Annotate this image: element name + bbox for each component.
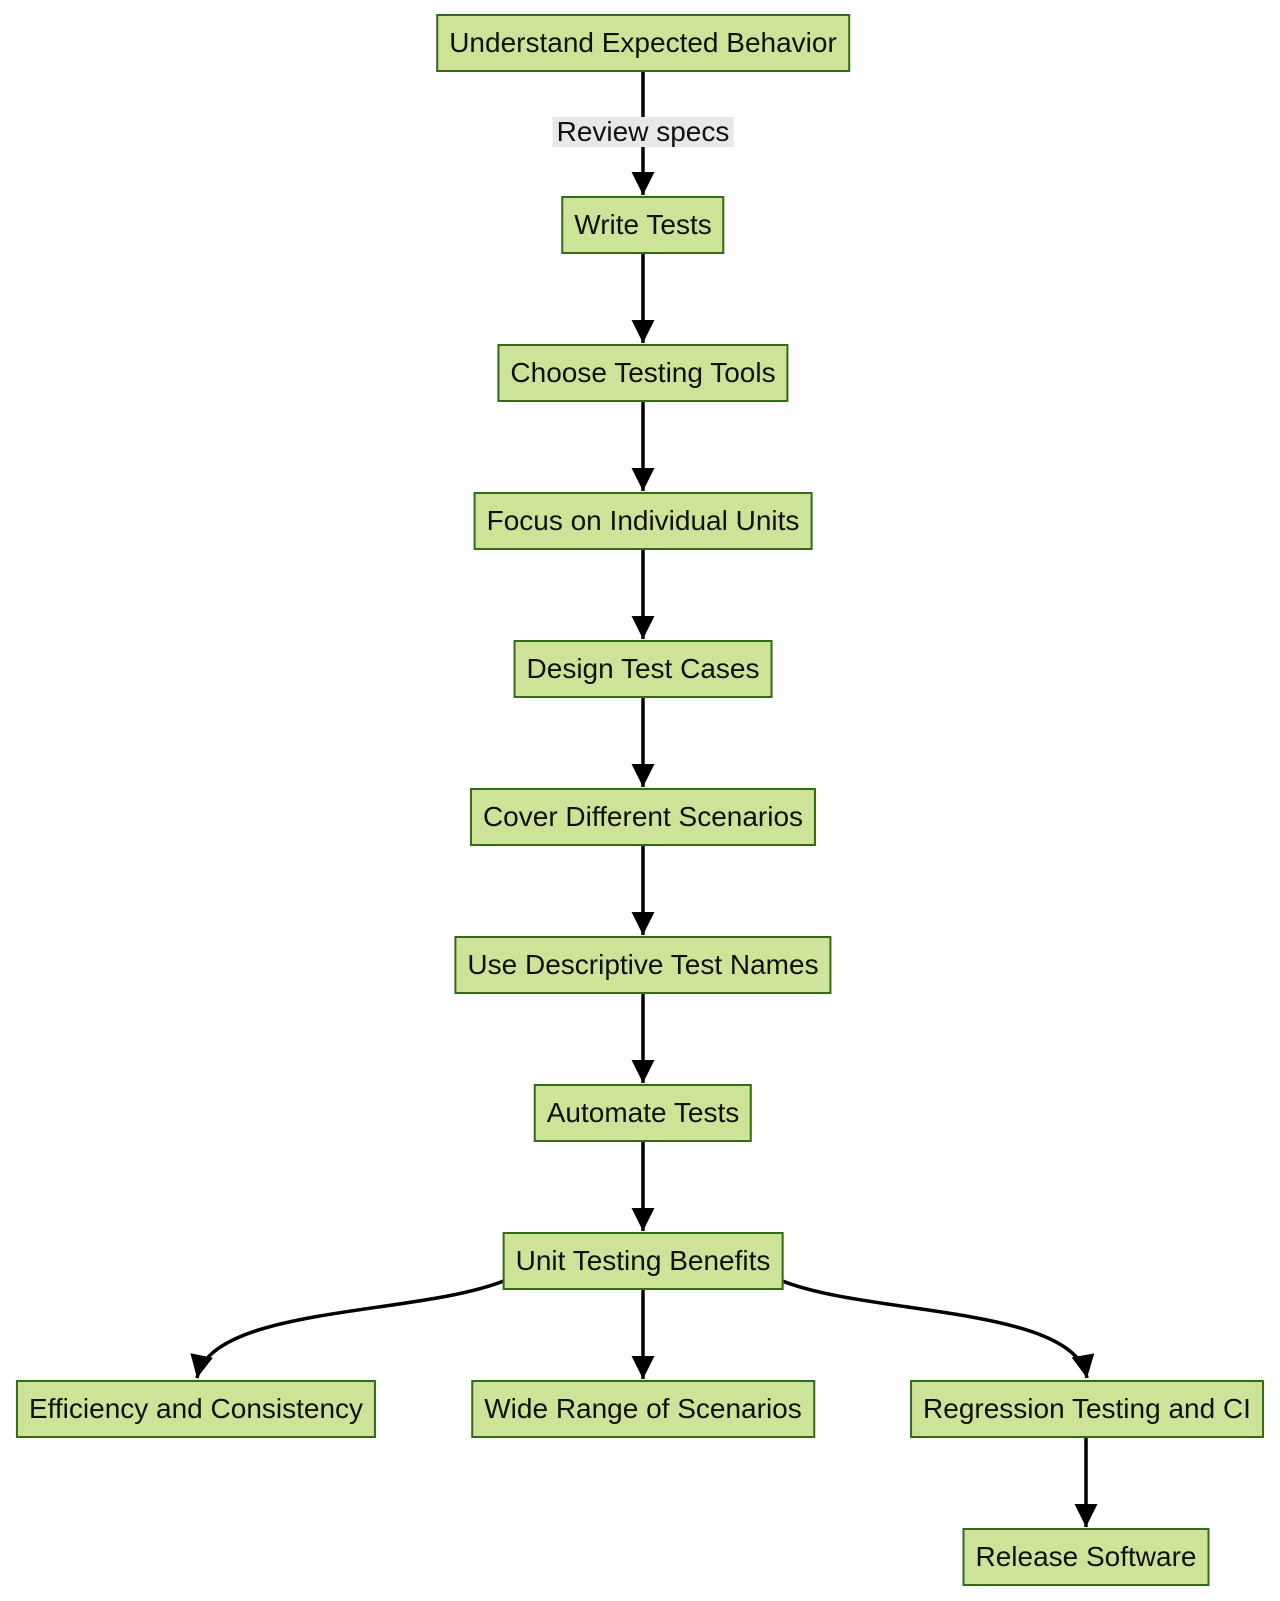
edge-benefits-efficiency <box>190 1278 507 1379</box>
node-understand-expected-behavior: Understand Expected Behavior <box>436 14 850 72</box>
node-focus-on-individual-units: Focus on Individual Units <box>473 492 813 550</box>
node-design-test-cases: Design Test Cases <box>513 640 773 698</box>
node-automate-tests: Automate Tests <box>533 1084 753 1142</box>
node-write-tests: Write Tests <box>561 196 725 254</box>
node-release-software: Release Software <box>962 1528 1210 1586</box>
node-regression-testing-and-ci: Regression Testing and CI <box>910 1380 1264 1438</box>
node-unit-testing-benefits: Unit Testing Benefits <box>502 1232 784 1290</box>
node-choose-testing-tools: Choose Testing Tools <box>497 344 789 402</box>
node-cover-different-scenarios: Cover Different Scenarios <box>469 788 817 846</box>
node-use-descriptive-test-names: Use Descriptive Test Names <box>454 936 832 994</box>
node-wide-range-of-scenarios: Wide Range of Scenarios <box>471 1380 815 1438</box>
edge-label-review-specs: Review specs <box>552 117 734 147</box>
edge-benefits-regression-ci <box>779 1278 1095 1379</box>
node-efficiency-and-consistency: Efficiency and Consistency <box>15 1380 377 1438</box>
